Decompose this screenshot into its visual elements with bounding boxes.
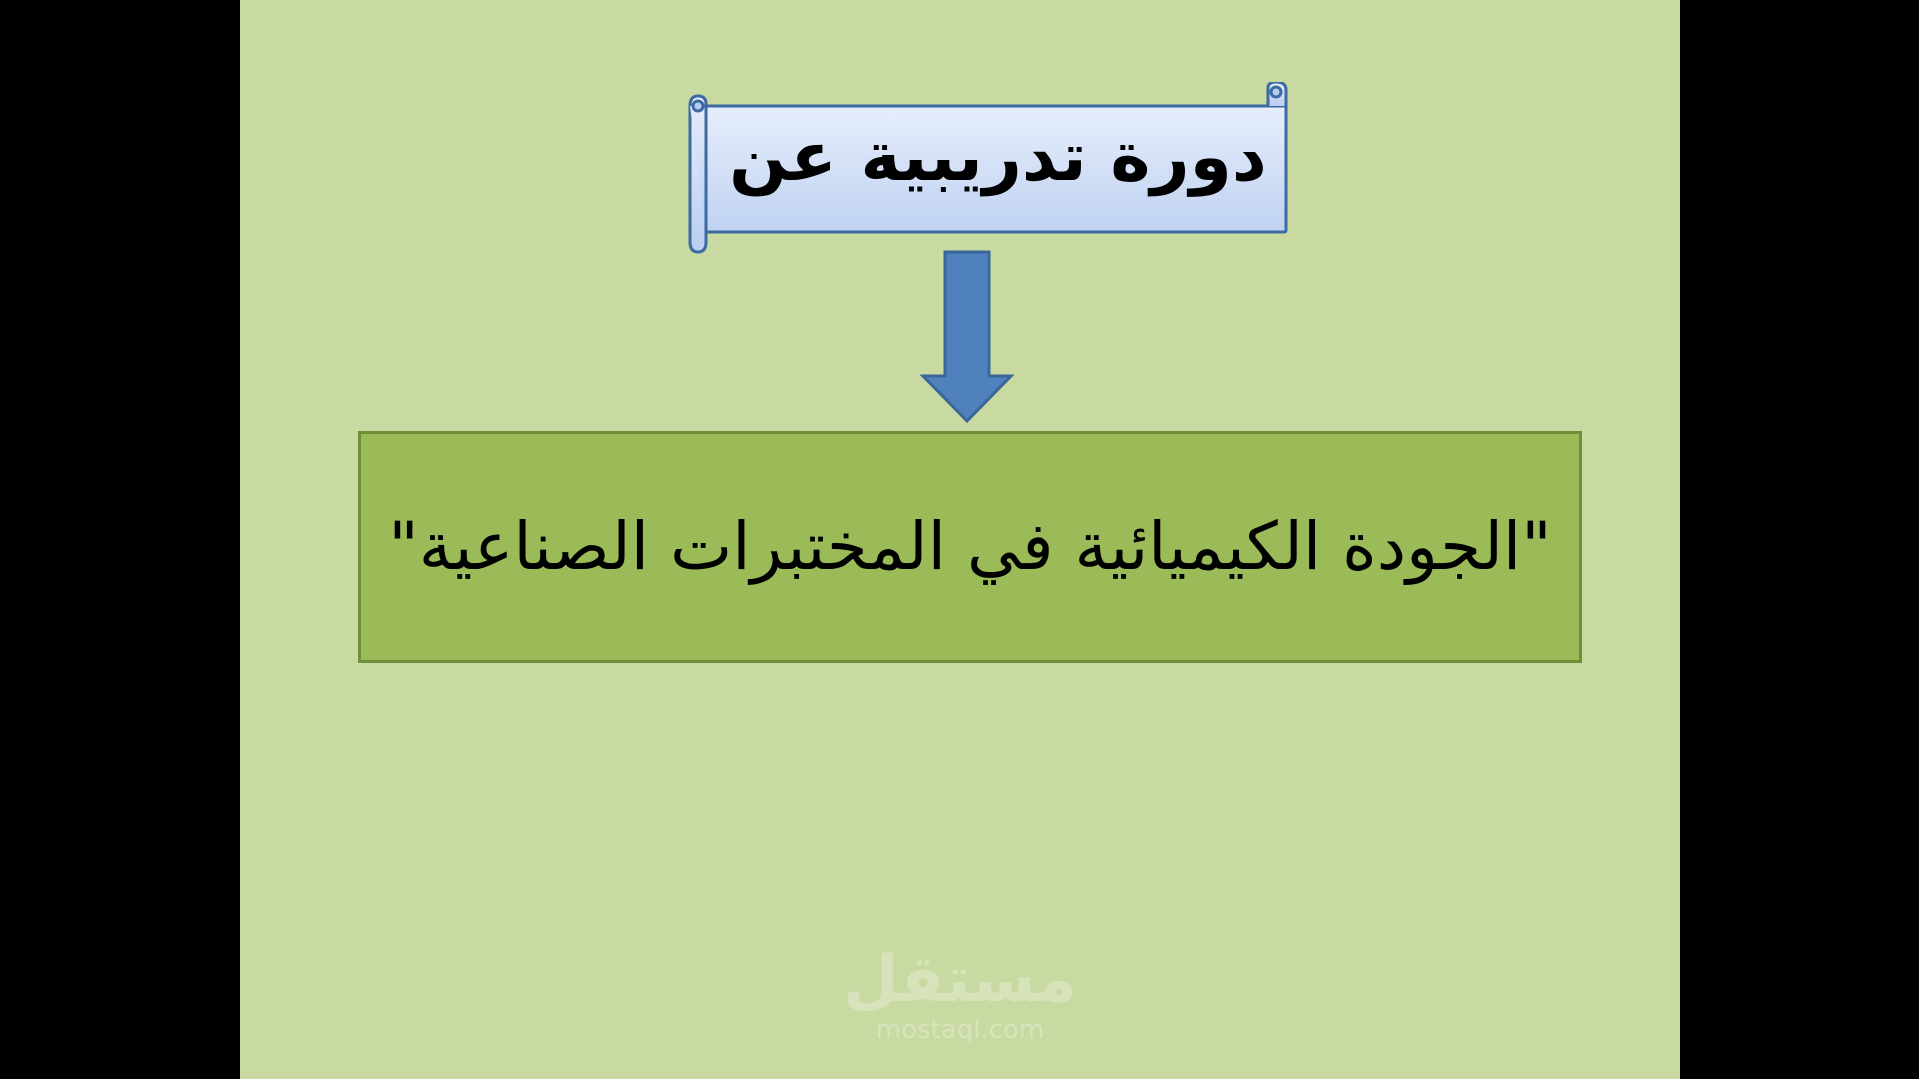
- subtitle-box: "الجودة الكيميائية في المختبرات الصناعية…: [358, 431, 1582, 663]
- slide-title: دورة تدريبية عن: [729, 118, 1267, 197]
- watermark-latin: mostaql.com: [875, 1015, 1045, 1045]
- title-scroll-banner: دورة تدريبية عن: [678, 82, 1298, 254]
- watermark-arabic: مستقل: [842, 943, 1078, 1017]
- slide-subtitle: "الجودة الكيميائية في المختبرات الصناعية…: [388, 508, 1552, 585]
- down-arrow-icon: [919, 250, 1015, 424]
- slide: دورة تدريبية عن "الجودة الكيميائية في ال…: [240, 0, 1680, 1079]
- watermark-logo: مستقل mostaql.com: [840, 945, 1080, 1065]
- scroll-shape: [688, 82, 1288, 254]
